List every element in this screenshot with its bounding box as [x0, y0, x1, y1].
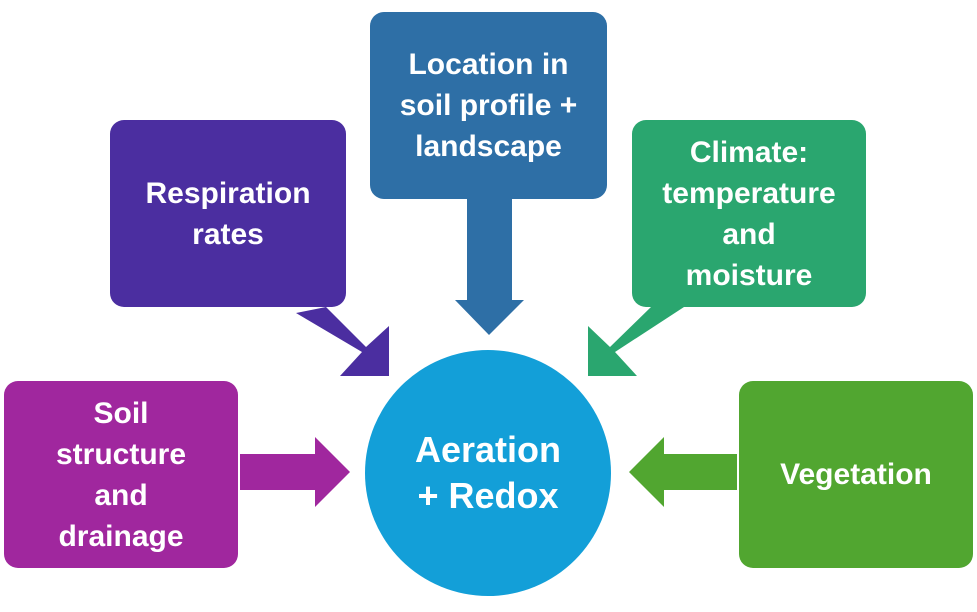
arrow-location-to-center	[455, 199, 524, 335]
factor-respiration-box: Respiration rates	[110, 120, 346, 307]
arrow-soil-to-center	[240, 437, 350, 507]
center-label: Aeration + Redox	[414, 429, 562, 516]
center-circle: Aeration + Redox	[365, 350, 611, 596]
factor-soil-box: Soil structure and drainage	[4, 381, 238, 568]
arrow-respiration-to-center	[296, 307, 389, 376]
factor-climate-box: Climate: temperature and moisture	[632, 120, 866, 307]
arrow-climate-to-center	[588, 307, 684, 376]
arrow-vegetation-to-center	[629, 437, 737, 507]
factor-soil-label: Soil structure and drainage	[55, 396, 187, 553]
factor-climate-label: Climate: temperature and moisture	[662, 135, 836, 292]
factor-respiration-label: Respiration rates	[145, 176, 311, 251]
factor-vegetation-box: Vegetation	[739, 381, 973, 568]
factor-location-label: Location in soil profile + landscape	[399, 48, 578, 163]
factor-vegetation-label: Vegetation	[780, 458, 932, 491]
factor-location-box: Location in soil profile + landscape	[370, 12, 607, 199]
